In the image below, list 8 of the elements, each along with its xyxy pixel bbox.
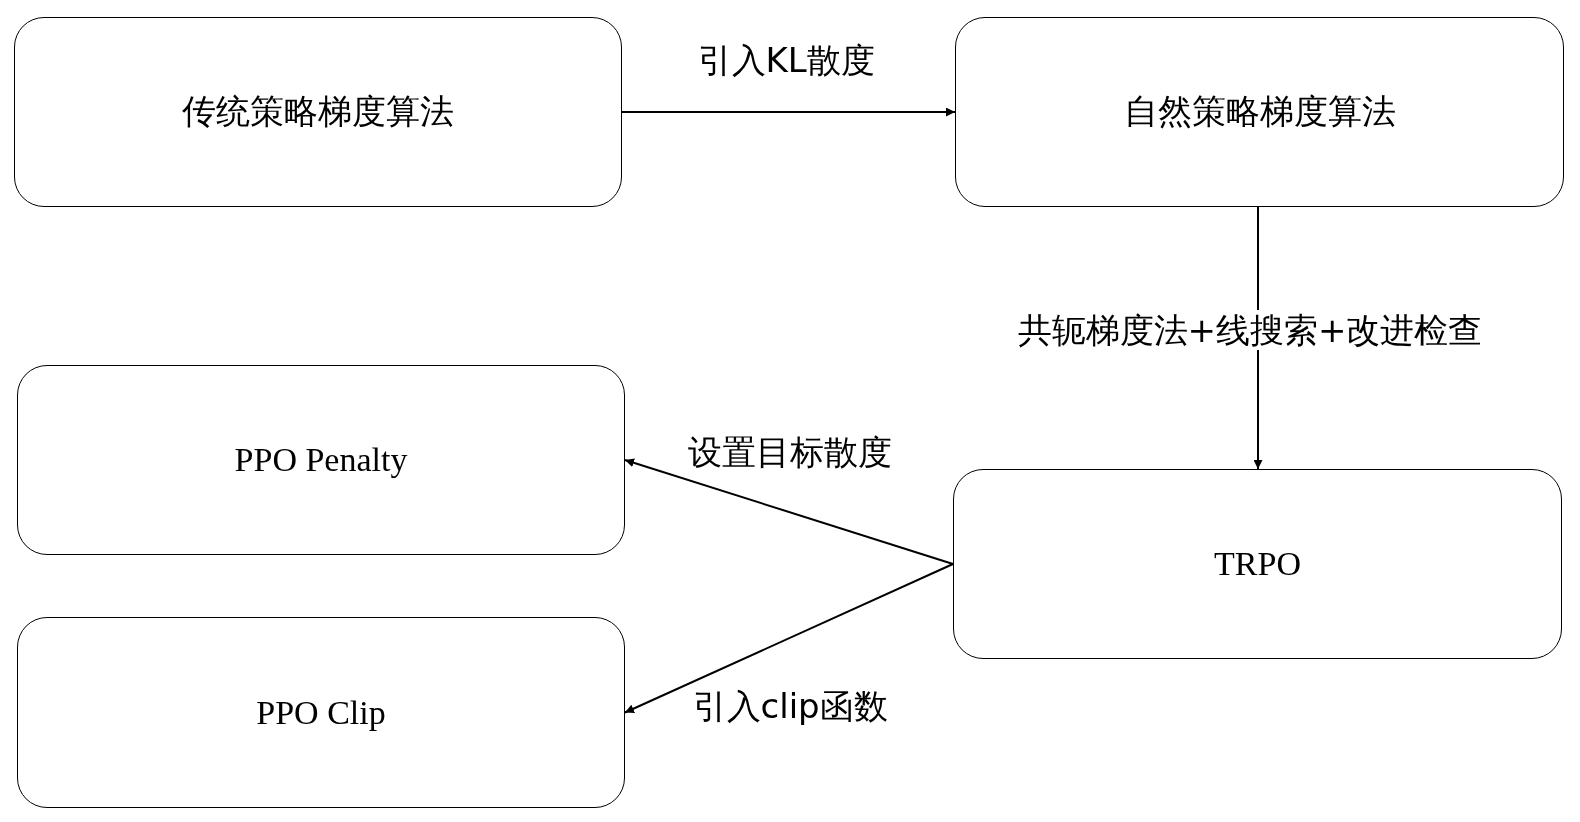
process-box: TRPO: [953, 469, 1562, 659]
process-box: PPO Clip: [17, 617, 625, 808]
arrow: [624, 563, 954, 714]
process-box: 传统策略梯度算法: [14, 17, 622, 207]
arrow: [621, 107, 956, 117]
process-box: PPO Penalty: [17, 365, 625, 555]
arrow: [624, 458, 954, 565]
process-box: 自然策略梯度算法: [955, 17, 1564, 207]
